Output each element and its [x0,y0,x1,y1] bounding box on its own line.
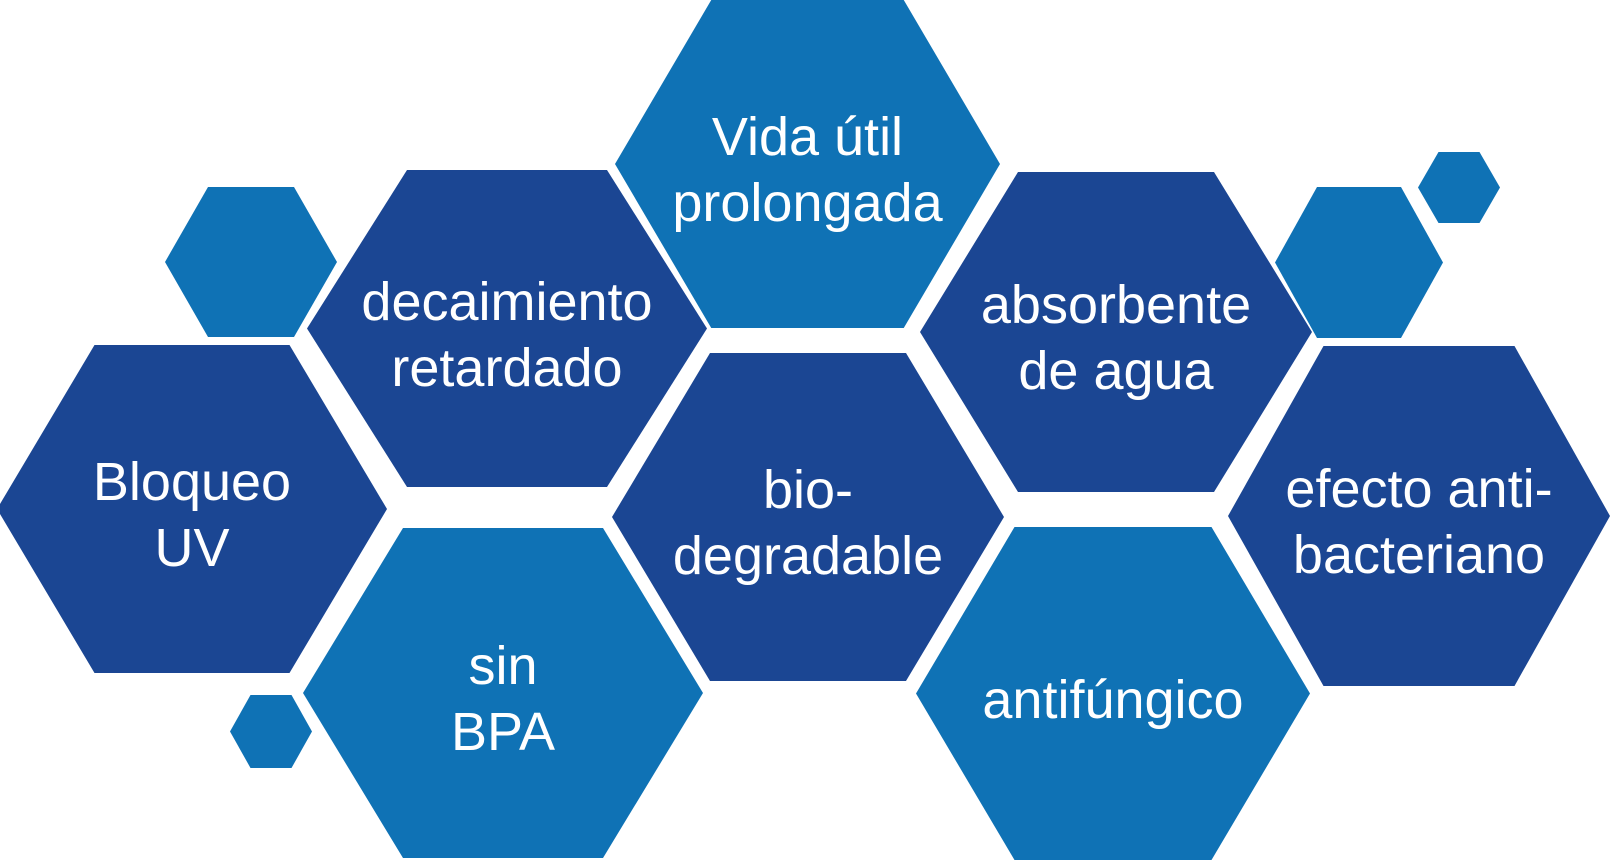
hexagon-label: antifúngico [982,667,1243,733]
hexagon-label-line: degradable [672,526,944,586]
hexagon-antifungico: antifúngico [916,527,1310,860]
hexagon-label-line: retardado [391,337,623,398]
hexagon-label-line: UV [154,518,230,578]
hexagon-label-line: Bloqueo [92,452,292,512]
hexagon-label-line: BPA [450,702,556,762]
hexagon-sin-bpa: sin BPA [303,528,703,858]
hexagon-absorbente-de-agua: absorbente de agua [920,172,1312,492]
hexagon-vida-util-prolongada: Vida útil prolongada [615,0,1000,328]
decorative-hexagon-top-left [165,187,337,337]
hexagon-label: absorbente de agua [981,272,1251,404]
decorative-hexagon-top-right-small [1418,152,1500,223]
hexagon-label: efecto anti- bacteriano [1285,456,1552,588]
hexagon-label: Bloqueo UV [93,449,291,581]
hexagon-label-line: antifúngico [982,669,1244,730]
decorative-hexagon-bottom-left [230,695,312,768]
hexagon-label-line: de agua [1018,341,1214,401]
hexagon-label-line: efecto anti- [1285,459,1553,519]
hexagon-label: decaimiento retardado [361,269,652,401]
hexagon-label-line: absorbente [980,275,1252,335]
hexagon-label: bio- degradable [673,457,943,589]
hexagon-bloqueo-uv: Bloqueo UV [0,345,387,673]
hexagon-efecto-anti-bacteriano: efecto anti- bacteriano [1228,346,1610,686]
hexagon-label-line: sin [468,636,538,696]
hexagon-label: Vida útil prolongada [672,104,942,236]
hexagon-label-line: Vida útil [711,107,904,167]
hexagon-label-line: decaimiento [361,271,653,332]
hexagon-label-line: prolongada [672,173,943,233]
hexagon-label-line: bio- [762,460,854,520]
hexagon-label: sin BPA [451,633,555,765]
hexagon-label-line: bacteriano [1292,525,1546,585]
hexagon-bio-degradable: bio- degradable [612,353,1004,681]
